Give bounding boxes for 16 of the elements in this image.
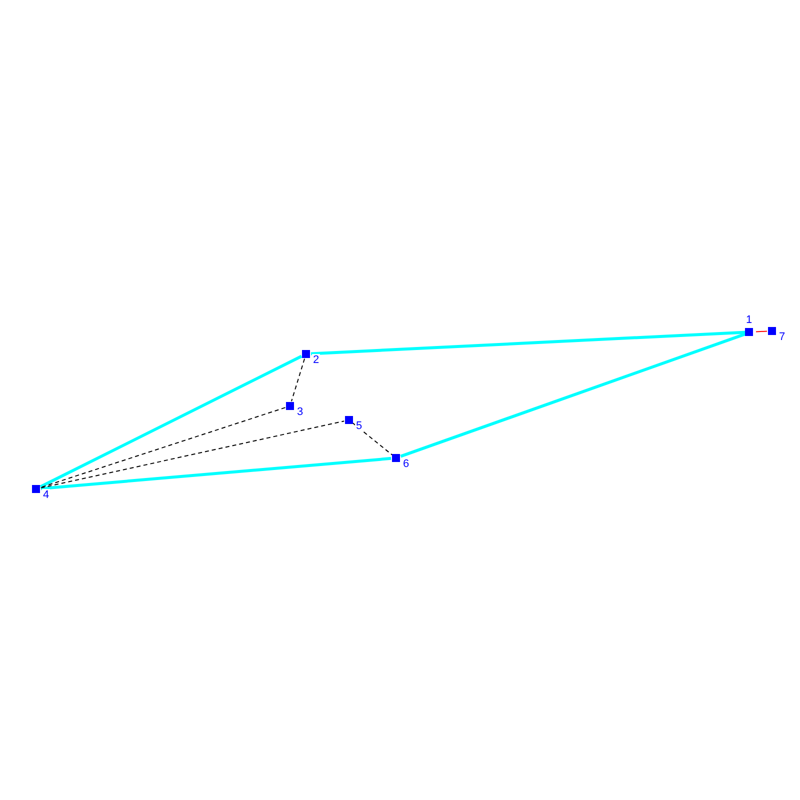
connector-line bbox=[40, 456, 392, 490]
point-label: 2 bbox=[312, 354, 320, 366]
connector-line bbox=[756, 330, 768, 332]
connector-line bbox=[310, 330, 746, 356]
point-label: 4 bbox=[42, 489, 50, 501]
connector-line bbox=[352, 422, 393, 456]
connector-line bbox=[40, 420, 345, 488]
point-label: 7 bbox=[778, 331, 786, 343]
connector-line bbox=[40, 407, 286, 488]
connector-line bbox=[400, 332, 747, 458]
point-label: 3 bbox=[296, 406, 304, 418]
point-label: 1 bbox=[745, 314, 754, 326]
connector-line bbox=[290, 358, 306, 402]
point-label: 6 bbox=[402, 458, 410, 470]
point-label: 5 bbox=[355, 420, 364, 432]
connector-line bbox=[40, 354, 302, 488]
